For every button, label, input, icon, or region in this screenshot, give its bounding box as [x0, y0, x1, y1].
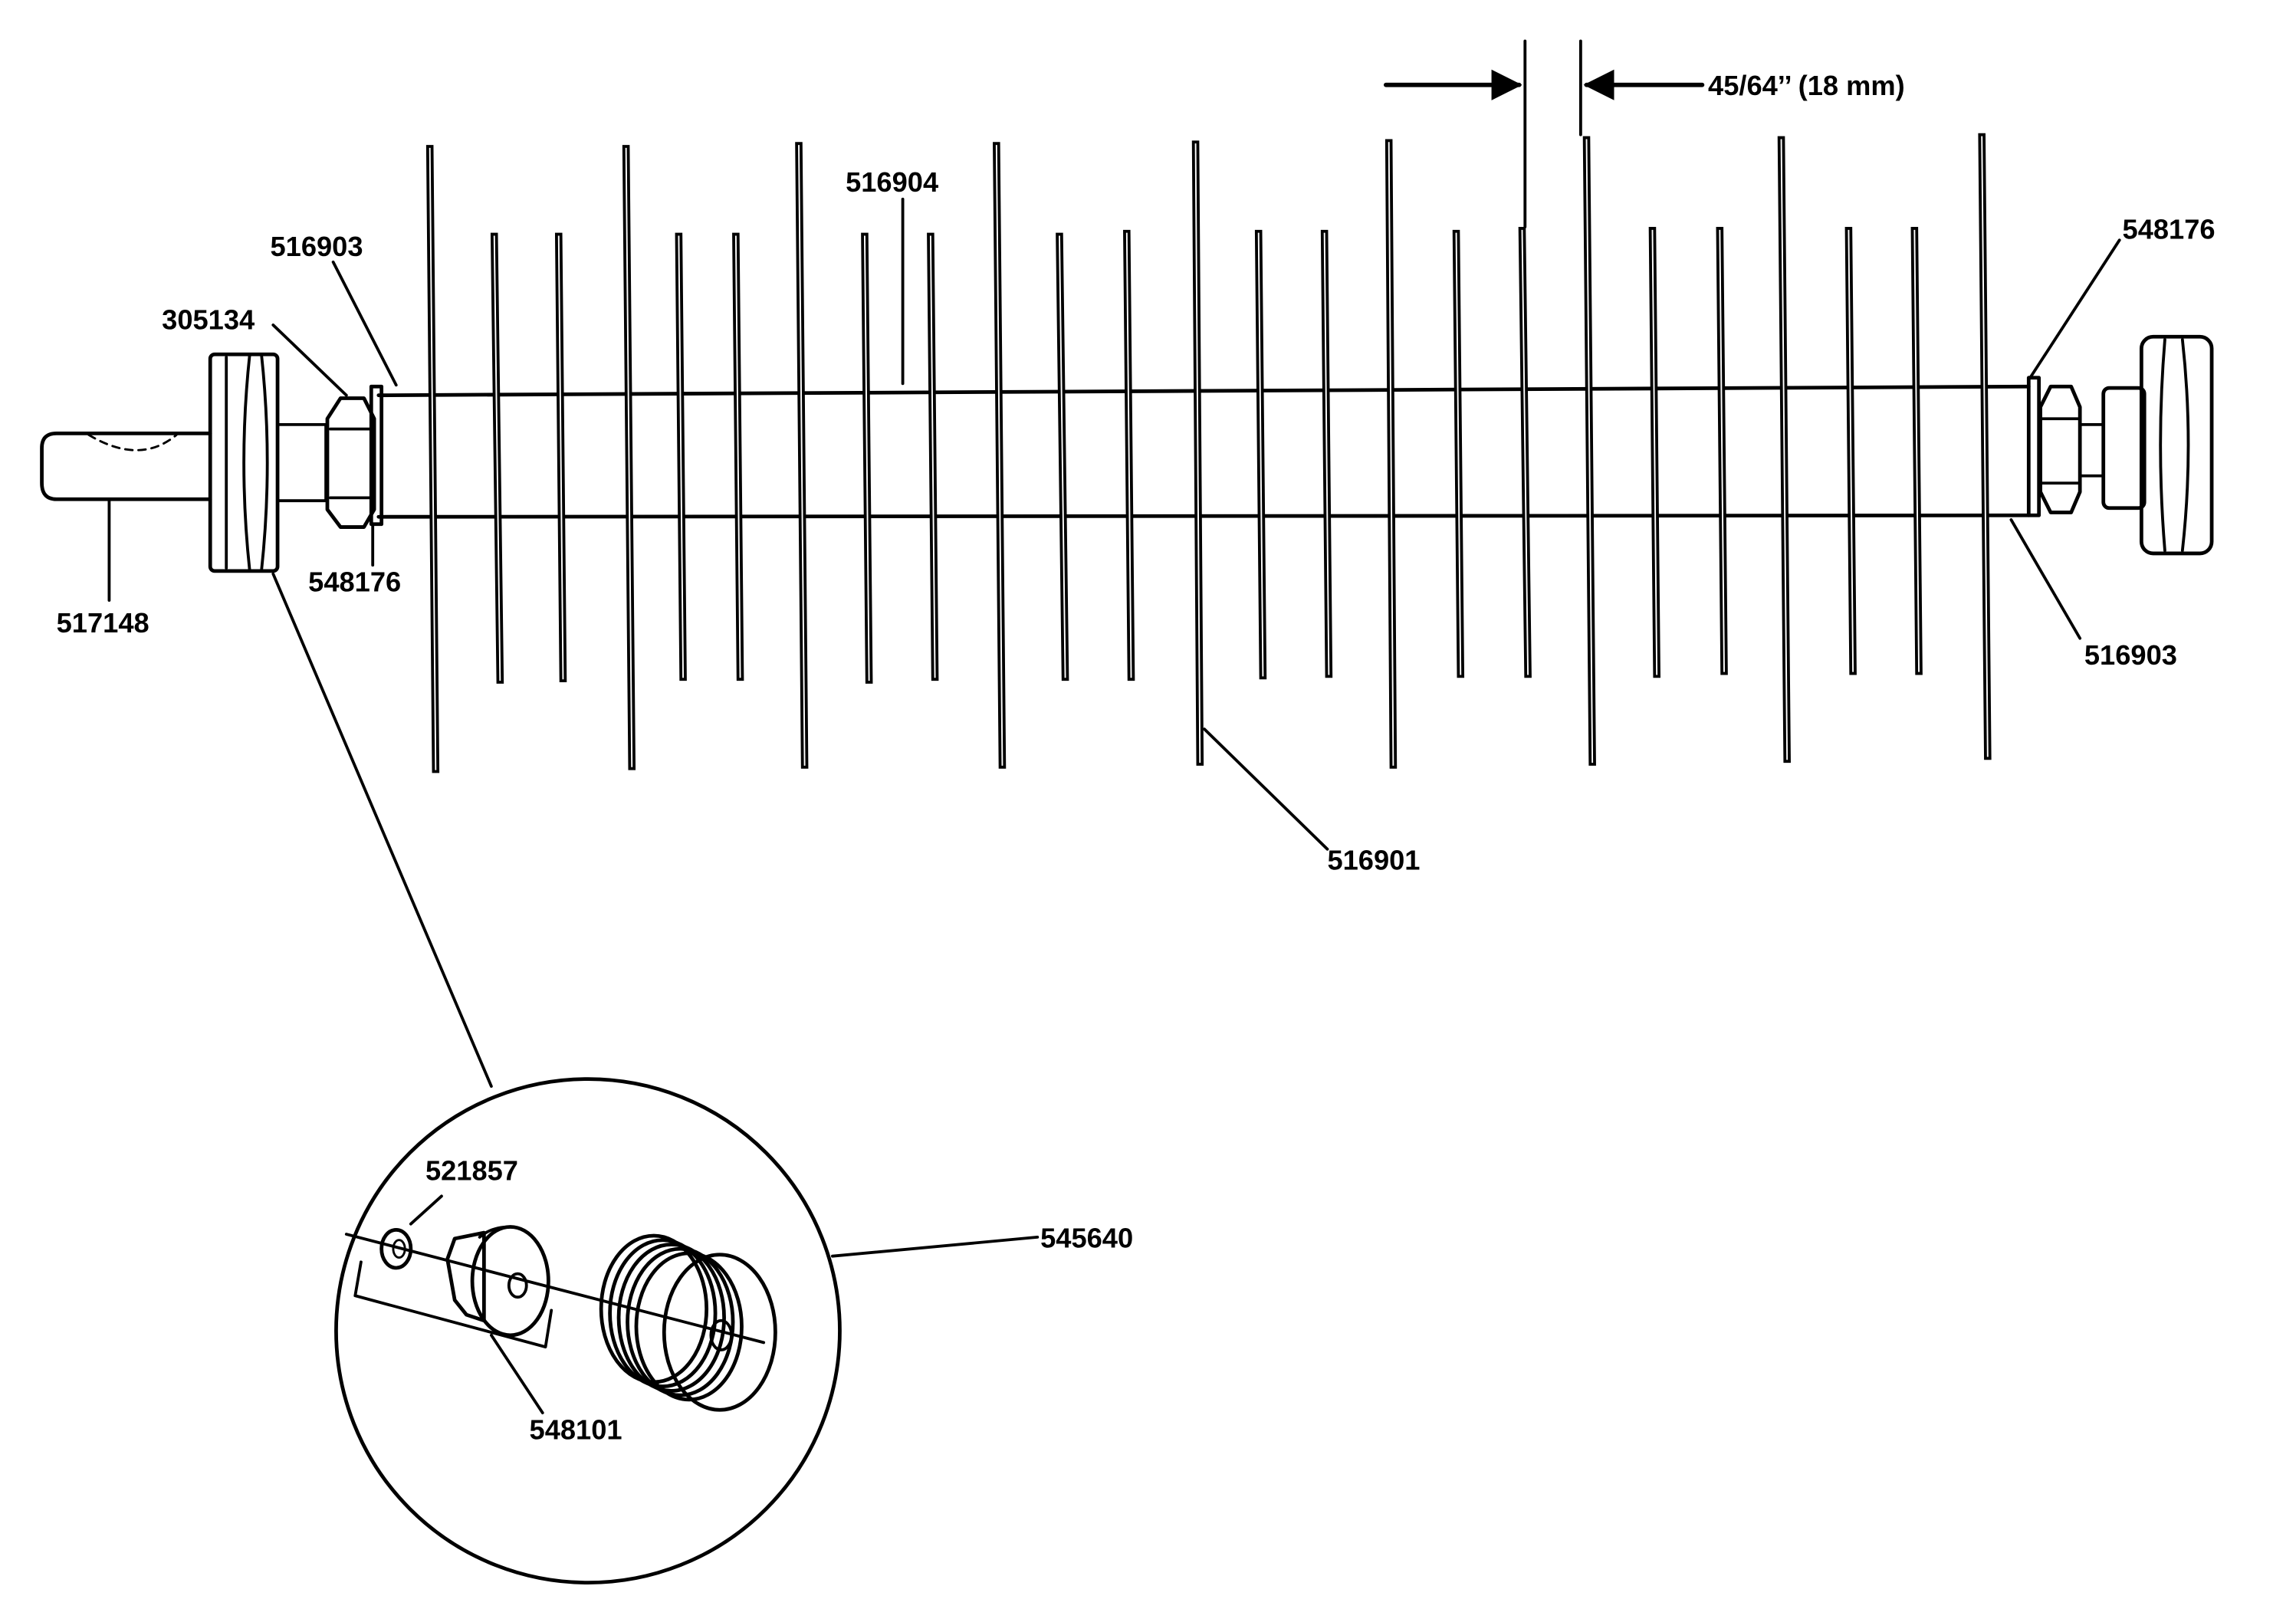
label-548176-right: 548176 — [2123, 213, 2216, 245]
disc-small-5 — [861, 232, 873, 684]
part-labels: 516904 516903 305134 548176 517148 54817… — [57, 166, 2216, 1445]
label-516903-right: 516903 — [2084, 639, 2177, 671]
disc-small-10 — [1320, 229, 1333, 678]
disc-large-5 — [1191, 140, 1204, 766]
label-305134: 305134 — [162, 304, 255, 336]
disc-stack — [425, 133, 1992, 773]
left-hex-nut — [325, 396, 376, 529]
hub-part — [445, 1225, 550, 1338]
disc-large-9 — [1978, 133, 1992, 760]
label-516903-left: 516903 — [271, 231, 363, 262]
disc-large-4 — [993, 142, 1007, 769]
disc-small-9 — [1254, 229, 1267, 680]
right-hex-nut — [2038, 384, 2082, 514]
right-pulley — [2078, 334, 2214, 556]
hub-bracket — [353, 1260, 553, 1349]
disc-small-11 — [1452, 229, 1465, 678]
disc-small-13 — [1648, 227, 1660, 678]
detail-callout — [334, 1077, 842, 1585]
label-521857: 521857 — [425, 1154, 518, 1186]
disc-small-7 — [1056, 232, 1069, 681]
disc-large-2 — [622, 145, 636, 770]
label-548101: 548101 — [530, 1414, 622, 1445]
disc-large-1 — [425, 145, 440, 773]
dimension-indicator: 45/64’’ (18 mm) — [1383, 39, 1905, 228]
disc-small-6 — [927, 232, 939, 681]
left-pulley — [208, 352, 327, 573]
disc-large-6 — [1384, 139, 1398, 769]
leader-lines — [271, 197, 2121, 1258]
disc-small-3 — [675, 232, 687, 681]
label-516904: 516904 — [846, 166, 938, 198]
label-516901: 516901 — [1327, 844, 1420, 875]
disc-small-8 — [1123, 229, 1135, 681]
disc-small-16 — [1910, 227, 1923, 675]
disc-small-1 — [490, 232, 504, 684]
disc-small-12 — [1518, 227, 1532, 678]
pulley-part — [599, 1233, 777, 1412]
disc-large-7 — [1582, 136, 1596, 766]
label-545640: 545640 — [1040, 1222, 1133, 1253]
right-washer — [2026, 376, 2041, 517]
clip-washer — [379, 1194, 443, 1270]
disc-large-8 — [1777, 136, 1791, 763]
label-548176-left: 548176 — [308, 566, 401, 598]
disc-small-15 — [1844, 227, 1857, 675]
dimension-label: 45/64’’ (18 mm) — [1708, 70, 1905, 101]
left-washer — [369, 384, 384, 527]
shaft-tube — [376, 384, 2031, 519]
left-shaft-end — [40, 431, 212, 602]
disc-small-4 — [732, 232, 744, 681]
label-517148: 517148 — [57, 607, 149, 639]
disc-large-3 — [795, 142, 809, 769]
disc-small-2 — [554, 232, 567, 683]
disc-small-14 — [1716, 227, 1728, 675]
magnifier-circle — [334, 1077, 842, 1585]
